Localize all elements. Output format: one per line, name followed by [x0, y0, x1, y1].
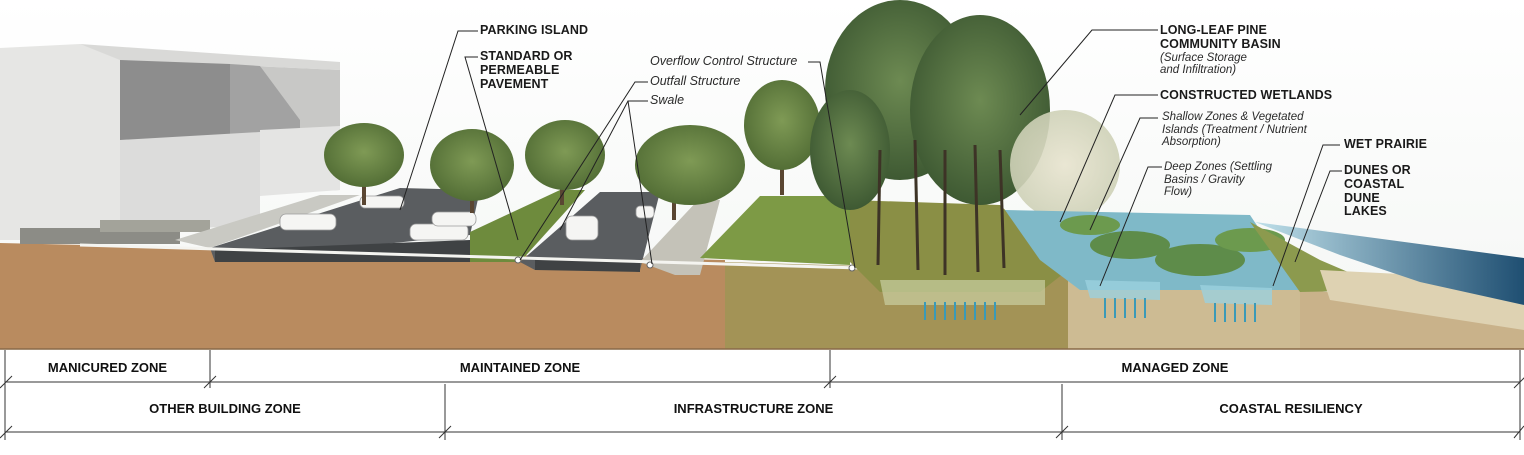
street-trees [324, 80, 820, 220]
longleaf-basin-title: LONG-LEAF PINE COMMUNITY BASIN [1160, 23, 1281, 51]
callout-overflow-control: Overflow Control Structure [650, 54, 798, 69]
constructed-wetlands [1005, 110, 1300, 322]
zone-manicured: MANICURED ZONE [47, 360, 168, 375]
zone-infrastructure: INFRASTRUCTURE ZONE [673, 401, 834, 416]
zone-maintained: MAINTAINED ZONE [459, 360, 581, 375]
parking-island-label: PARKING ISLAND [480, 23, 589, 37]
overflow-control-label: Overflow Control Structure [650, 54, 798, 68]
callout-leaders [399, 29, 1342, 287]
callout-dunes: DUNES OR COASTAL DUNE LAKES [1344, 163, 1424, 219]
zone-managed: MANAGED ZONE [1121, 360, 1229, 375]
outfall-label: Outfall Structure [650, 74, 741, 88]
longleaf-basin-subtitle: (Surface Storage and Infiltration) [1160, 51, 1247, 77]
callout-shallow-zones: Shallow Zones & Vegetated Islands (Treat… [1162, 111, 1322, 149]
swale-label: Swale [650, 93, 685, 107]
standard-pavement-label: STANDARD OR PERMEABLE PAVEMENT [480, 49, 573, 91]
constructed-wetlands-label: CONSTRUCTED WETLANDS [1160, 88, 1333, 102]
wet-prairie-label: WET PRAIRIE [1344, 137, 1428, 151]
dunes-label: DUNES OR COASTAL DUNE LAKES [1344, 163, 1411, 219]
callout-deep-zones: Deep Zones (Settling Basins / Gravity Fl… [1164, 161, 1274, 199]
drainage-pipe [79, 243, 861, 272]
callout-swale: Swale [650, 93, 685, 108]
callout-longleaf-basin: LONG-LEAF PINE COMMUNITY BASIN (Surface … [1160, 23, 1290, 77]
parked-cars [279, 195, 655, 241]
callout-standard-pavement: STANDARD OR PERMEABLE PAVEMENT [480, 49, 590, 91]
zone-scale [0, 350, 1524, 440]
callout-parking-island: PARKING ISLAND [480, 23, 589, 38]
deep-zones-label: Deep Zones (Settling Basins / Gravity Fl… [1164, 161, 1273, 199]
callout-outfall: Outfall Structure [650, 74, 741, 89]
shallow-zones-label: Shallow Zones & Vegetated Islands (Treat… [1162, 111, 1307, 149]
dunes-and-sea [1250, 222, 1524, 330]
zone-other-building: OTHER BUILDING ZONE [149, 401, 301, 416]
callout-wet-prairie: WET PRAIRIE [1344, 137, 1428, 152]
callout-constructed-wetlands: CONSTRUCTED WETLANDS [1160, 88, 1333, 103]
building [0, 44, 340, 244]
zone-coastal-resiliency: COASTAL RESILIENCY [1219, 401, 1363, 416]
pine-basin [810, 0, 1068, 320]
